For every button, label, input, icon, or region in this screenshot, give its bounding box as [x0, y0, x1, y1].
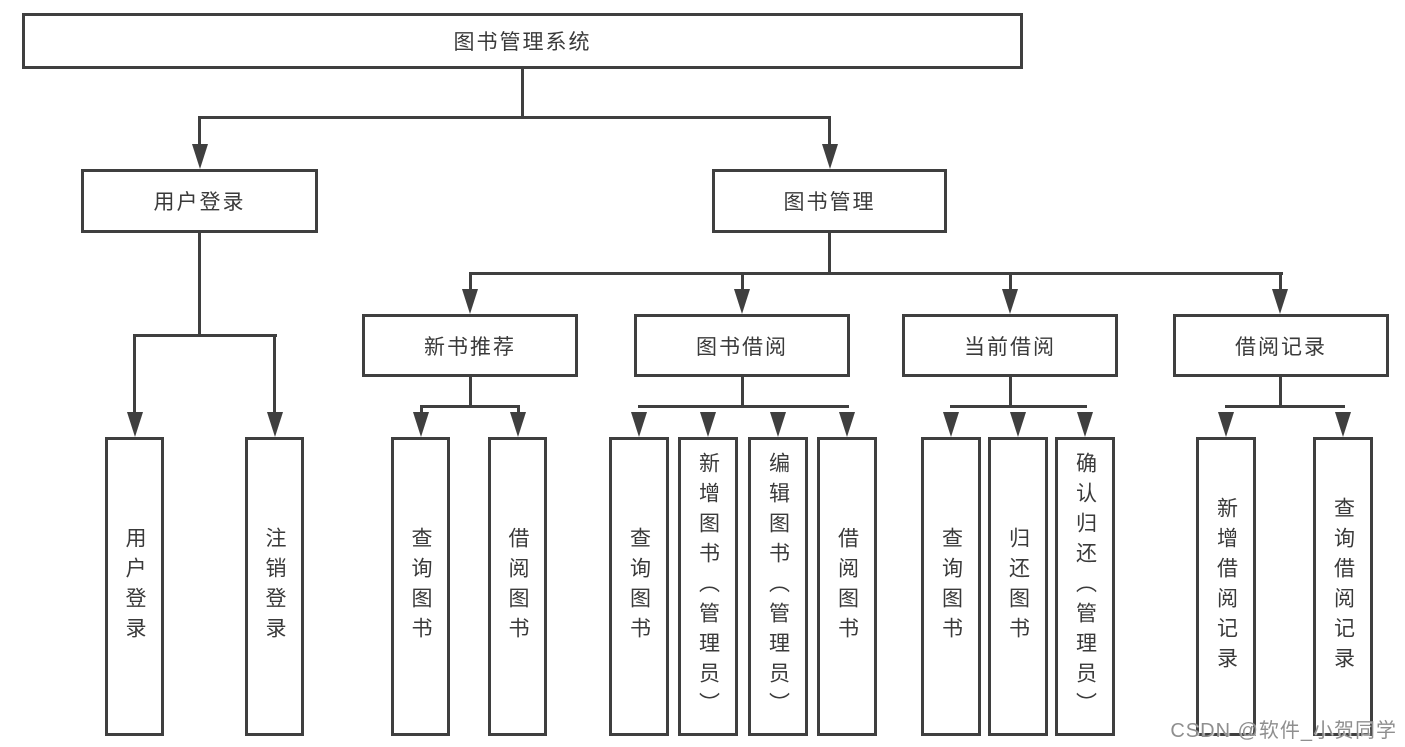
connector-vline [198, 233, 201, 337]
connector-vline [468, 275, 472, 290]
arrow-down-icon [943, 412, 959, 437]
arrow-down-icon [510, 412, 526, 437]
arrow-down-icon [734, 289, 750, 314]
connector-hline [949, 405, 1087, 408]
node-user-login: 用户登录 [81, 169, 318, 233]
connector-hline [133, 334, 277, 337]
node-book-borrow: 图书借阅 [634, 314, 850, 377]
connector-vline [1008, 377, 1012, 408]
node-book-management: 图书管理 [712, 169, 947, 233]
connector-vline [740, 377, 744, 408]
leaf-edit-book-admin: 编辑图书（管理员） [748, 437, 808, 736]
arrow-down-icon [1335, 412, 1351, 437]
arrow-down-icon [1218, 412, 1234, 437]
arrow-down-icon [1077, 412, 1093, 437]
leaf-logout: 注销登录 [245, 437, 304, 736]
watermark: CSDN @软件_小贺同学 [1170, 720, 1397, 742]
node-borrow-records: 借阅记录 [1173, 314, 1389, 377]
arrow-down-icon [700, 412, 716, 437]
arrow-down-icon [631, 412, 647, 437]
connector-vline [1278, 275, 1282, 290]
leaf-borrow-books-recommend: 借阅图书 [488, 437, 547, 736]
leaf-add-borrow-record: 新增借阅记录 [1196, 437, 1256, 736]
leaf-query-books-borrow: 查询图书 [609, 437, 669, 736]
arrow-down-icon [839, 412, 855, 437]
leaf-query-books-recommend: 查询图书 [391, 437, 450, 736]
arrow-down-icon [126, 412, 143, 437]
node-root: 图书管理系统 [22, 13, 1023, 69]
leaf-return-books: 归还图书 [988, 437, 1048, 736]
leaf-confirm-return-admin: 确认归还（管理员） [1055, 437, 1115, 736]
arrow-down-icon [462, 289, 478, 314]
leaf-user-login: 用户登录 [105, 437, 164, 736]
connector-hline [198, 116, 831, 119]
connector-vline [1278, 377, 1282, 408]
connector-vline [273, 337, 276, 413]
connector-vline [740, 275, 744, 290]
connector-vline [828, 232, 831, 275]
node-new-book-recommend: 新书推荐 [362, 314, 578, 377]
connector-vline [198, 119, 201, 146]
connector-vline [468, 377, 472, 408]
connector-hline [1224, 405, 1345, 408]
leaf-query-books-current: 查询图书 [921, 437, 981, 736]
connector-vline [516, 408, 520, 414]
leaf-query-borrow-record: 查询借阅记录 [1313, 437, 1373, 736]
connector-vline [133, 337, 136, 413]
arrow-down-icon [770, 412, 786, 437]
arrow-down-icon [266, 412, 283, 437]
leaf-borrow-books: 借阅图书 [817, 437, 877, 736]
leaf-add-book-admin: 新增图书（管理员） [678, 437, 738, 736]
arrow-down-icon [191, 144, 208, 169]
connector-hline [637, 405, 849, 408]
arrow-down-icon [821, 144, 838, 169]
node-current-borrow: 当前借阅 [902, 314, 1118, 377]
connector-vline [1008, 275, 1012, 290]
arrow-down-icon [1010, 412, 1026, 437]
connector-vline [419, 408, 423, 414]
arrow-down-icon [1272, 289, 1288, 314]
arrow-down-icon [413, 412, 429, 437]
connector-vline [828, 119, 831, 146]
connector-hline [419, 405, 520, 408]
connector-vline [520, 69, 524, 117]
connector-hline [468, 272, 1283, 275]
arrow-down-icon [1002, 289, 1018, 314]
